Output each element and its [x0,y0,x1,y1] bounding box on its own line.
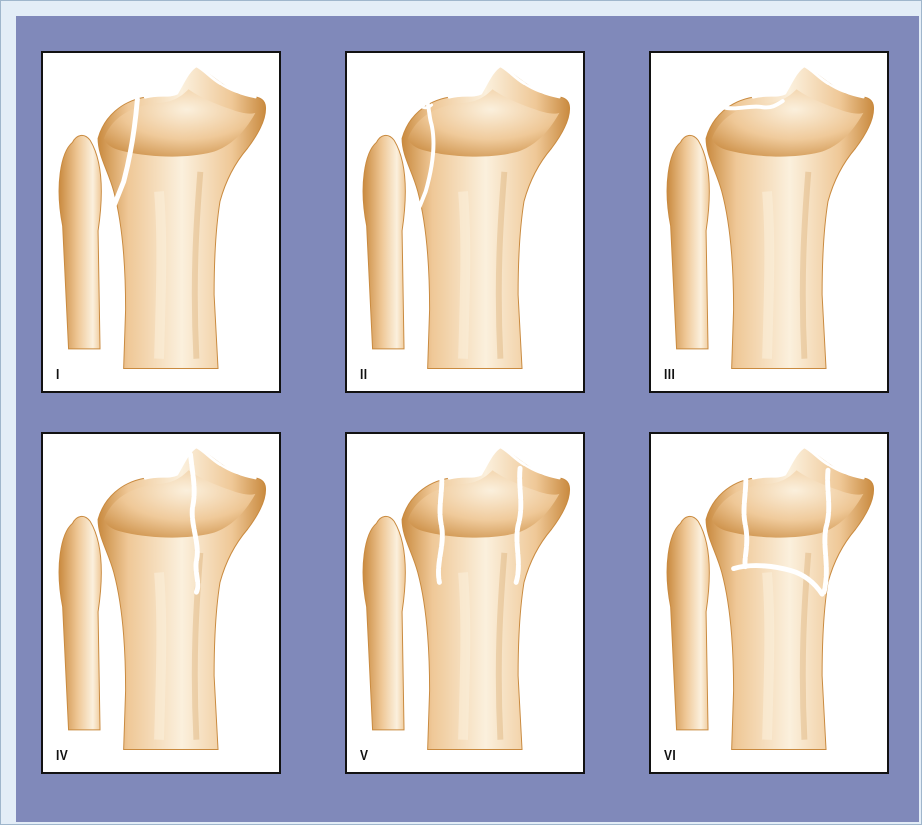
panel-type-3: III [649,51,889,393]
tibia-bone-icon [43,434,279,772]
fibula-bone-icon [59,516,101,729]
panel-label: III [664,366,675,383]
panel-type-1: I [41,51,281,393]
tibia-bone-icon [651,53,887,391]
panel-label: II [360,366,367,383]
panel-type-6: VI [649,432,889,774]
panel-type-2: II [345,51,585,393]
fibula-bone-icon [667,135,709,348]
fibula-bone-icon [59,135,101,348]
tibia-bone-icon [347,434,583,772]
fibula-bone-icon [667,516,709,729]
panel-type-5: V [345,432,585,774]
panel-label: VI [664,747,676,764]
tibia-bone-icon [651,434,887,772]
fibula-bone-icon [363,135,405,348]
panel-label: I [56,366,60,383]
fibula-bone-icon [363,516,405,729]
tibia-bone-icon [347,53,583,391]
panel-label: IV [56,747,68,764]
panel-type-4: IV [41,432,281,774]
panel-label: V [360,747,368,764]
tibia-bone-icon [43,53,279,391]
